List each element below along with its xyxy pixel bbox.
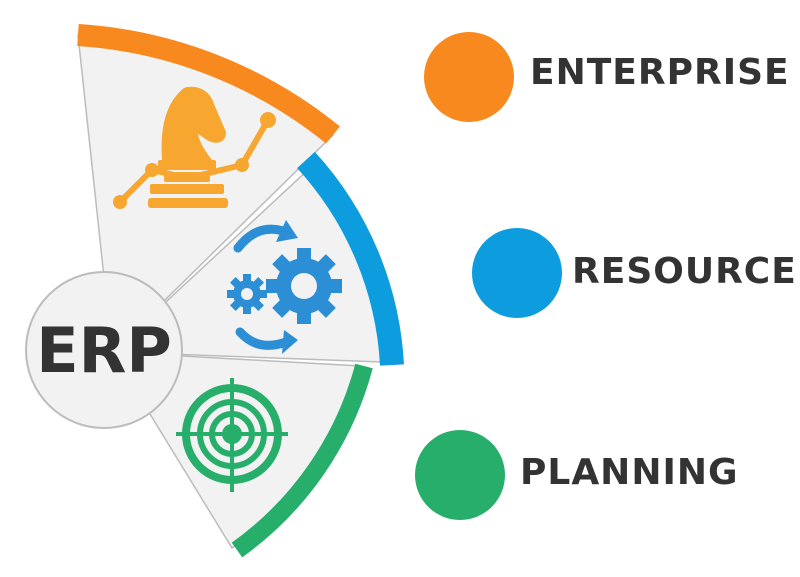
erp-center-circle: [25, 271, 183, 429]
target-icon: [176, 378, 288, 492]
gears-cycle-icon: [227, 220, 342, 354]
segment-arc-planning: [231, 363, 373, 558]
enterprise-dot: [424, 32, 514, 122]
segment-arc-enterprise: [77, 24, 340, 144]
chess-knight-growth-icon: [113, 86, 276, 209]
resource-label: RESOURCE: [572, 251, 797, 292]
segment-arc-resource: [297, 151, 404, 366]
resource-dot: [472, 228, 562, 318]
arrow-bottom-icon: [235, 327, 291, 350]
enterprise-label: ENTERPRISE: [530, 52, 790, 93]
gear-large-icon: [266, 248, 342, 324]
planning-dot: [415, 430, 505, 520]
erp-center-label: ERP: [36, 314, 172, 387]
gear-small-icon: [227, 274, 267, 314]
planning-label: PLANNING: [520, 452, 739, 493]
